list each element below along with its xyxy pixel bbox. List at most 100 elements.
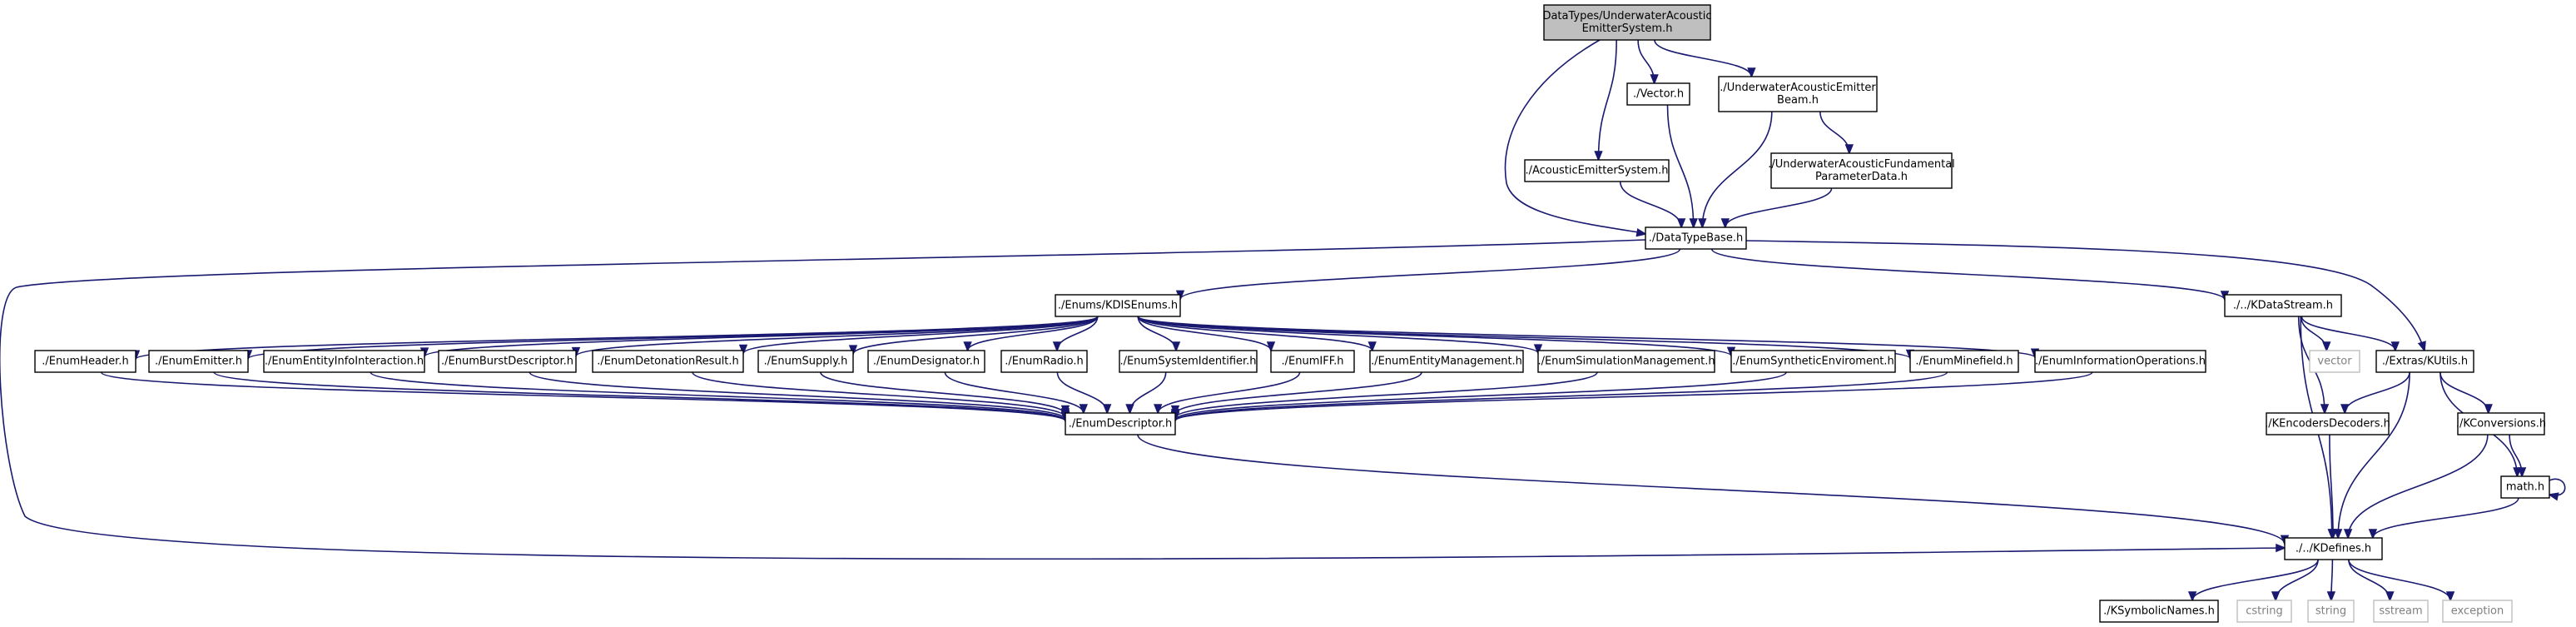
node-enuminfoops[interactable]: ./EnumInformationOperations.h	[2034, 350, 2206, 373]
node-cstring[interactable]: cstring	[2236, 600, 2292, 623]
edge-kdatastream-to-kutils	[2301, 316, 2400, 353]
node-label: ./KEncodersDecoders.h	[2265, 418, 2390, 430]
node-aes[interactable]: ./AcousticEmitterSystem.h	[1524, 159, 1670, 182]
node-enumsystemid[interactable]: ./EnumSystemIdentifier.h	[1119, 350, 1258, 373]
node-label: ./Vector.h	[1633, 88, 1684, 101]
node-enumheader[interactable]: ./EnumHeader.h	[34, 350, 136, 373]
edge-dtb-to-kutils	[1745, 240, 2426, 353]
node-vectorstd[interactable]: vector	[2309, 350, 2360, 373]
node-box	[2375, 350, 2474, 373]
node-label: EmitterSystem.h	[1582, 22, 1673, 35]
node-box	[2266, 412, 2390, 435]
node-enumiff[interactable]: ./EnumIFF.h	[1270, 350, 1355, 373]
node-box	[1537, 350, 1715, 373]
edge-kdefines-to-string	[2326, 559, 2336, 603]
node-enumdesignator[interactable]: ./EnumDesignator.h	[867, 350, 985, 373]
edge-enumdescriptor-to-kdefines	[1137, 434, 2290, 546]
node-label: ./EnumIFF.h	[1282, 356, 1344, 368]
node-enumsupply[interactable]: ./EnumSupply.h	[757, 350, 854, 373]
edge-kdisenums-to-enumiff	[1137, 316, 1276, 353]
node-box	[1909, 350, 2019, 373]
node-sstream[interactable]: sstream	[2373, 600, 2429, 623]
node-label: ./EnumHeader.h	[42, 356, 128, 368]
node-label: ./EnumSimulationManagement.h	[1537, 356, 1715, 368]
node-label: ./EnumRadio.h	[1005, 356, 1084, 368]
node-label: ./AcousticEmitterSystem.h	[1525, 165, 1668, 177]
node-string[interactable]: string	[2307, 600, 2355, 623]
node-kdefines[interactable]: ./../KDefines.h	[2284, 537, 2383, 560]
node-kencoders[interactable]: ./KEncodersDecoders.h	[2265, 412, 2390, 435]
node-box	[148, 350, 249, 373]
node-root[interactable]: DataTypes/UnderwaterAcousticEmitterSyste…	[1542, 4, 1712, 41]
edge-root-to-aes	[1594, 39, 1617, 162]
node-box	[2099, 600, 2219, 623]
node-label: sstream	[2379, 605, 2422, 618]
node-label: ./Extras/KUtils.h	[2382, 356, 2468, 368]
node-mathh[interactable]: math.h	[2500, 475, 2550, 499]
edge-enumemitter-to-enumdescriptor	[213, 371, 1070, 423]
node-exception[interactable]: exception	[2442, 600, 2513, 623]
edge-kutils-to-kencoders	[2340, 371, 2410, 416]
node-enumsimmgmt[interactable]: ./EnumSimulationManagement.h	[1537, 350, 1715, 373]
node-box	[2309, 350, 2360, 373]
node-enumemitter[interactable]: ./EnumEmitter.h	[148, 350, 249, 373]
node-box	[1770, 152, 1953, 189]
node-enumdetonation[interactable]: ./EnumDetonationResult.h	[592, 350, 744, 373]
node-box	[2307, 600, 2355, 623]
edge-aes-to-dtb	[1619, 181, 1686, 230]
node-label: ./Enums/KDISEnums.h	[1058, 300, 1178, 312]
node-label: math.h	[2506, 481, 2544, 494]
node-box	[438, 350, 577, 373]
edge-dtb-to-kdisenums	[1175, 248, 1681, 301]
edge-kdisenums-to-enumsystemid	[1137, 316, 1181, 353]
node-enumentityinfo[interactable]: ./EnumEntityInfoInteraction.h	[263, 350, 425, 373]
node-label: ./EnumEntityInfoInteraction.h	[265, 356, 424, 368]
node-label: ./EnumDetonationResult.h	[597, 356, 739, 368]
edge-kdefines-to-sstream	[2348, 559, 2395, 603]
node-enumminefield[interactable]: ./EnumMinefield.h	[1909, 350, 2019, 373]
edge-kdefines-to-exception	[2348, 559, 2455, 603]
node-label: vector	[2317, 356, 2352, 368]
edge-root-to-vector	[1637, 39, 1659, 86]
node-kdatastream[interactable]: ./../KDataStream.h	[2224, 294, 2342, 317]
node-label: ./EnumSyntheticEnviroment.h	[1732, 356, 1894, 368]
node-box	[1718, 76, 1878, 112]
node-kutils[interactable]: ./Extras/KUtils.h	[2375, 350, 2474, 373]
node-enumburst[interactable]: ./EnumBurstDescriptor.h	[438, 350, 577, 373]
edge-kutils-to-kdefines	[2333, 371, 2410, 540]
edge-enumentityinfo-to-enumdescriptor	[370, 371, 1070, 422]
node-box	[1730, 350, 1896, 373]
node-enumradio[interactable]: ./EnumRadio.h	[1000, 350, 1088, 373]
edge-enumdetonation-to-enumdescriptor	[692, 371, 1070, 420]
node-box	[2442, 600, 2513, 623]
edge-enumradio-to-enumdescriptor	[1056, 371, 1112, 416]
node-kdisenums[interactable]: ./Enums/KDISEnums.h	[1055, 294, 1181, 317]
node-box	[1055, 294, 1181, 317]
node-box	[2457, 412, 2545, 435]
node-label: ./UnderwaterAcousticEmitter	[1720, 82, 1876, 94]
node-vector[interactable]: ./Vector.h	[1626, 82, 1690, 106]
node-dtb[interactable]: ./DataTypeBase.h	[1645, 226, 1747, 250]
node-enumsynth[interactable]: ./EnumSyntheticEnviroment.h	[1730, 350, 1896, 373]
edge-kdisenums-to-enumdetonation	[738, 316, 1099, 356]
node-box	[2373, 600, 2429, 623]
node-box	[2236, 600, 2292, 623]
node-box	[2224, 294, 2342, 317]
node-label: ./UnderwaterAcousticFundamental	[1768, 158, 1955, 171]
node-ksymbolic[interactable]: ./KSymbolicNames.h	[2099, 600, 2219, 623]
node-label: ./../KDataStream.h	[2233, 300, 2333, 312]
edge-kdefines-to-ksymbolic	[2187, 559, 2319, 603]
edges-layer	[0, 39, 2566, 603]
node-box	[2500, 475, 2550, 499]
node-box	[1369, 350, 1524, 373]
node-uafpd[interactable]: ./UnderwaterAcousticFundamentalParameter…	[1768, 152, 1955, 189]
node-label: ./EnumDesignator.h	[873, 356, 980, 368]
node-enumentitymgmt[interactable]: ./EnumEntityManagement.h	[1369, 350, 1524, 373]
edge-uafpd-to-dtb	[1720, 187, 1833, 230]
node-enumdescriptor[interactable]: ./EnumDescriptor.h	[1065, 412, 1176, 435]
node-kconversions[interactable]: ./KConversions.h	[2456, 412, 2546, 435]
node-label: DataTypes/UnderwaterAcoustic	[1542, 10, 1711, 22]
edge-enumminefield-to-enumdescriptor	[1170, 371, 1948, 423]
